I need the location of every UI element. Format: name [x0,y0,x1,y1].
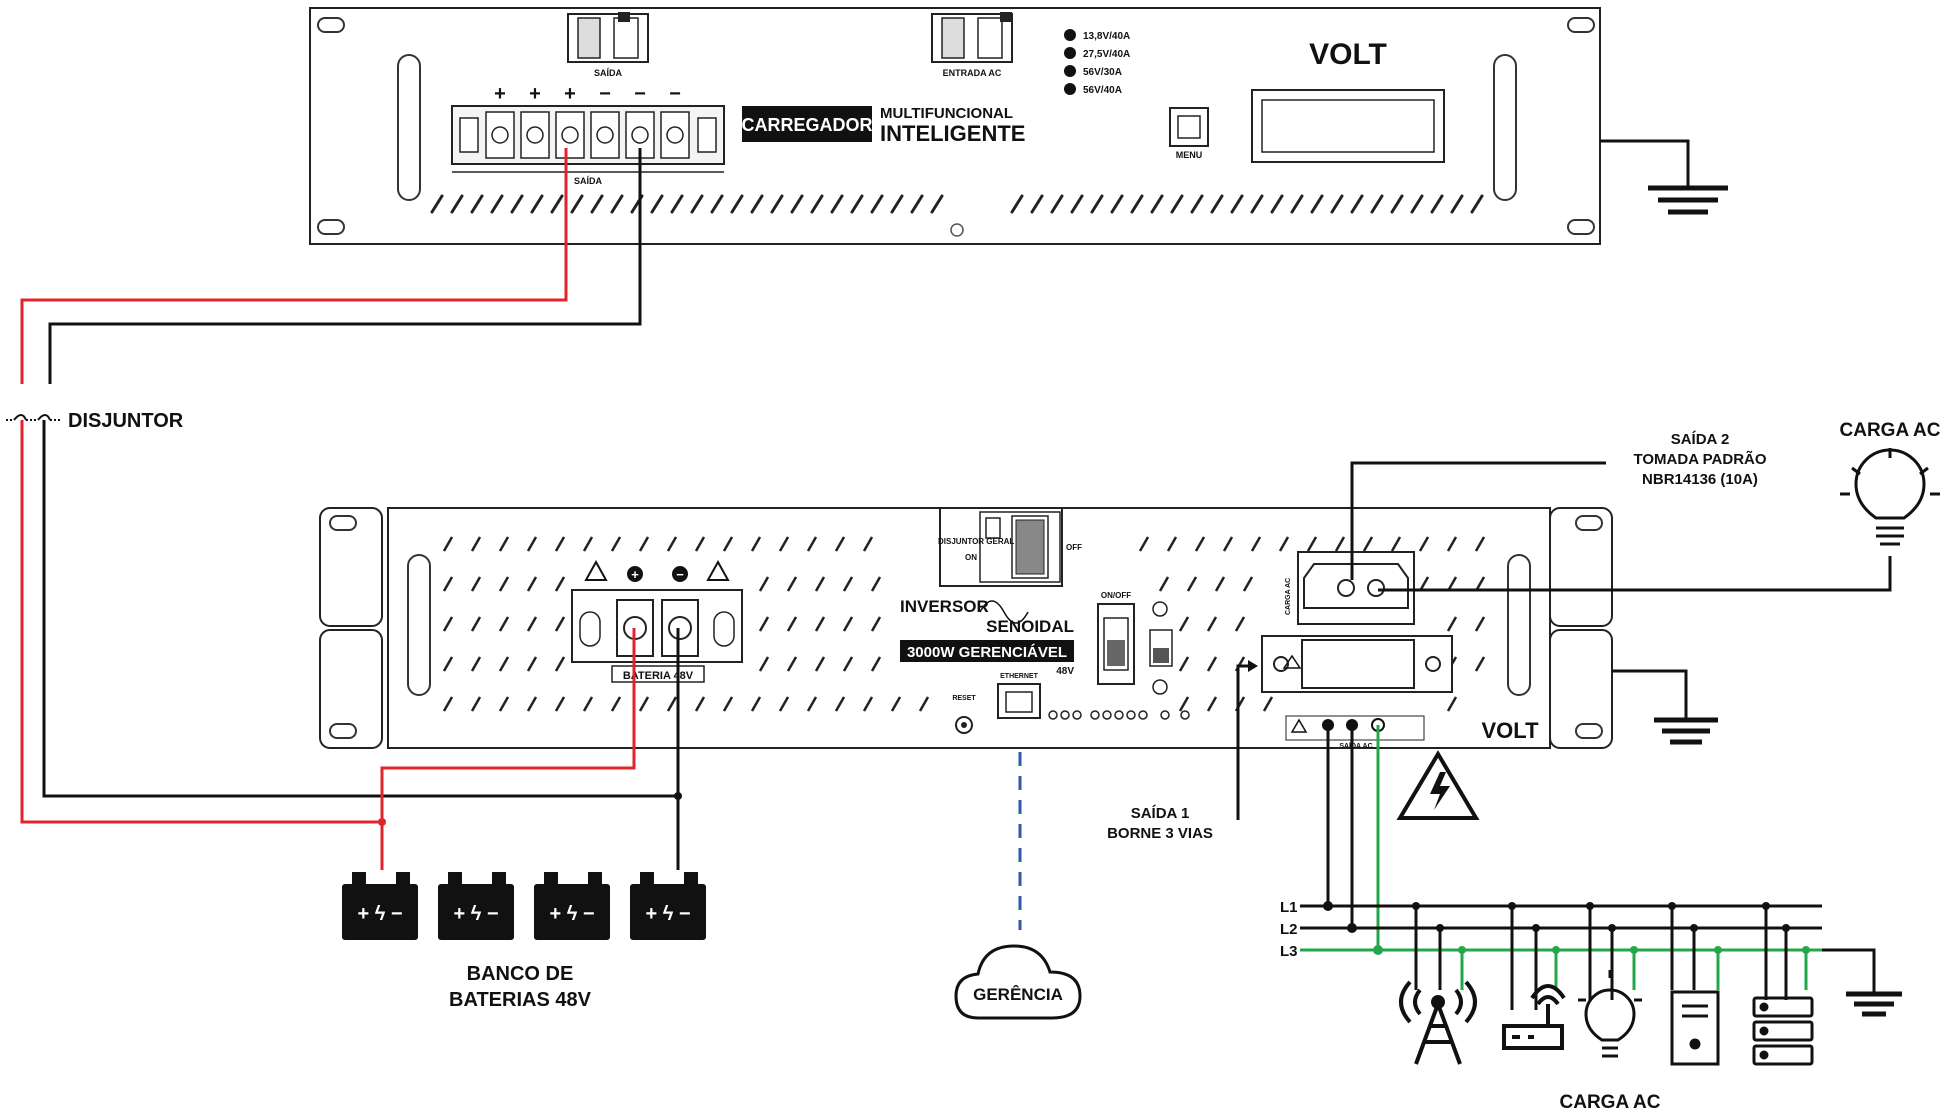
status-leds [1048,710,1190,720]
breaker-symbol [6,414,62,421]
svg-text:+ ϟ −: + ϟ − [645,903,690,925]
battery-terminal-label: BATERIA 48V [623,670,694,682]
inverter-voltage: 48V [1056,666,1074,677]
ethernet-port[interactable] [997,683,1041,719]
battery-icon: + ϟ − [342,872,418,940]
negative-wire-bus [42,420,678,798]
cloud-icon [954,944,1082,1020]
ethernet-label: ETHERNET [1000,673,1038,680]
battery-terminal-block[interactable] [571,589,743,663]
management-label: GERÊNCIA [973,985,1063,1004]
polarity-mark: − [634,83,646,105]
charger-input-breaker[interactable] [931,12,1013,63]
svg-text:+ ϟ −: + ϟ − [357,903,402,925]
battery-bank: + ϟ − + ϟ − + ϟ − + ϟ − [342,872,706,940]
polarity-mark: − [669,83,681,105]
onoff-label: ON/OFF [1101,591,1131,600]
l3-label: L3 [1280,943,1298,960]
svg-text:−: − [676,567,684,582]
svg-text:+ ϟ −: + ϟ − [549,903,594,925]
voltage-option: 56V/40A [1083,85,1122,96]
ac-out-label: SAÍDA AC [1339,741,1372,750]
inverter-title-box: 3000W GERENCIÁVEL [907,644,1067,661]
polarity-mark: + [529,83,541,105]
inverter-title-line2: SENOIDAL [986,617,1074,636]
output2-label-2: TOMADA PADRÃO [1633,450,1766,468]
charger-title-line1: MULTIFUNCIONAL [880,105,1013,122]
charger-input-breaker-label: ENTRADA AC [943,68,1002,78]
server-icon [1670,990,1720,1066]
inverter-ground-icon [1654,717,1718,745]
polarity-mark: + [494,83,506,105]
ac-bus-ground-icon [1846,991,1902,1017]
load-drops [1414,906,1808,1010]
svg-text:+: + [631,567,639,582]
polarity-mark: + [564,83,576,105]
negative-wire-charger [48,148,642,384]
voltage-option: 56V/30A [1083,67,1122,78]
charger-unit: SAÍDA ENTRADA AC + + + − − − [309,7,1601,245]
charger-title-line2: INTELIGENTE [880,121,1025,146]
inverter-main-breaker[interactable] [939,507,1063,587]
charger-output-breaker[interactable] [567,12,649,63]
output-socket[interactable] [1297,551,1415,625]
high-voltage-icon [1396,750,1480,820]
l2-label: L2 [1280,921,1298,938]
positive-wire-charger [20,148,568,384]
charger-display [1251,89,1445,163]
l1-label: L1 [1280,899,1298,916]
inverter-unit: + − BATERIA 48V DISJUNTOR GERAL ON OFF I… [319,507,1613,750]
output1-label-1: SAÍDA 1 [1131,805,1190,822]
breaker-off-label: OFF [1066,543,1082,552]
charger-terminal-block[interactable] [451,105,725,165]
bulb-icon [1578,970,1642,1058]
battery-icon: + ϟ − [438,872,514,940]
router-icon [1502,984,1566,1050]
bulb-icon [1840,448,1940,546]
antenna-tower-icon [1399,980,1477,1065]
menu-label: MENU [1176,150,1203,160]
charger-brand-logo: VOLT [1309,38,1387,71]
voltage-selector[interactable]: 13,8V/40A 27,5V/40A 56V/30A 56V/40A [1064,29,1130,96]
charger-ground-icon [1648,185,1728,215]
output1-label-2: BORNE 3 VIAS [1107,825,1213,842]
charger-title-box: CARREGADOR [741,115,872,135]
breaker-label: DISJUNTOR [68,410,184,432]
positive-wire-bus [20,420,382,824]
breaker-on-label: ON [965,553,977,562]
battery-bank-label-2: BATERIAS 48V [449,989,592,1011]
charger-vents [430,194,1484,214]
svg-text:+ ϟ −: + ϟ − [453,903,498,925]
inverter-breaker-label: DISJUNTOR GERAL [938,537,1014,546]
output-terminal[interactable] [1261,635,1453,693]
charger-terminal-label: SAÍDA [574,176,603,186]
reset-label: RESET [952,695,976,702]
menu-button[interactable] [1169,107,1209,147]
voltage-option: 27,5V/40A [1083,49,1130,60]
battery-bank-label-1: BANCO DE [467,963,574,985]
battery-icon: + ϟ − [630,872,706,940]
polarity-mark: − [599,83,611,105]
charger-output-breaker-label: SAÍDA [594,68,623,78]
socket-side-label: CARGA AC [1285,578,1292,615]
voltage-option: 13,8V/40A [1083,31,1130,42]
inverter-brand-logo: VOLT [1481,718,1539,743]
ac-load-top-label: CARGA AC [1840,420,1941,441]
output2-label-3: NBR14136 (10A) [1642,471,1758,488]
battery-icon: + ϟ − [534,872,610,940]
switch-icon [1752,996,1814,1066]
inverter-title-line1: INVERSOR [900,597,989,616]
ac-load-bottom-label: CARGA AC [1560,1092,1661,1113]
output2-label-1: SAÍDA 2 [1671,431,1730,448]
reset-button[interactable] [955,716,973,734]
inverter-vents-right [1138,536,1486,712]
inverter-vents-left [442,536,930,712]
